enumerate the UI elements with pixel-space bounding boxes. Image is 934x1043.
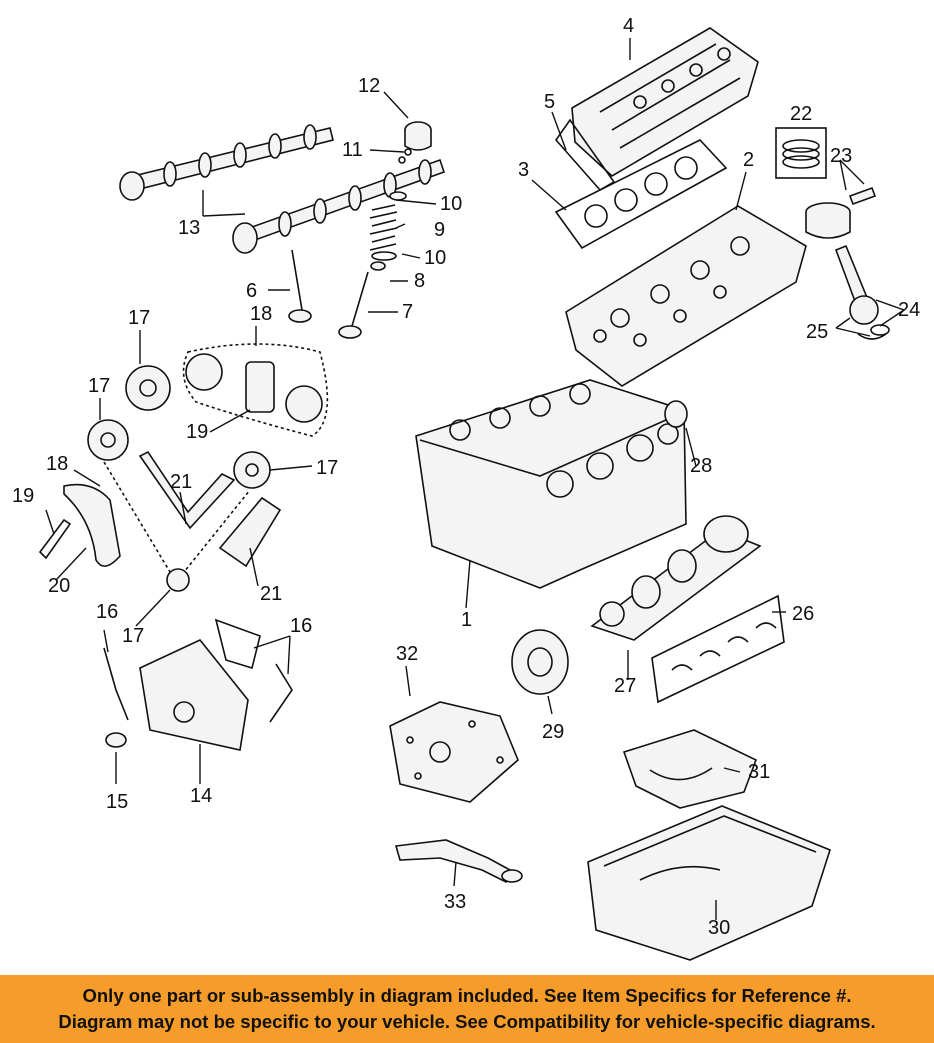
disclaimer-line-2: Diagram may not be specific to your vehi… <box>58 1011 876 1032</box>
callout-6: 6 <box>246 280 257 302</box>
callout-30: 30 <box>708 917 730 939</box>
valve-cover-gasket <box>554 118 616 192</box>
callout-8: 8 <box>414 270 425 292</box>
valve-bucket <box>404 121 432 151</box>
harmonic-balancer <box>511 629 569 695</box>
callout-16b: 16 <box>290 615 312 637</box>
cam-sprocket <box>125 365 171 411</box>
chain-guide-left <box>63 483 121 567</box>
guide-bolt <box>38 518 72 560</box>
callout-10a: 10 <box>440 193 462 215</box>
valve-spring-seat <box>389 191 407 201</box>
callout-2: 2 <box>743 149 754 171</box>
callout-13: 13 <box>178 217 200 239</box>
callout-5: 5 <box>544 91 555 113</box>
callout-1: 1 <box>461 609 472 631</box>
callout-7: 7 <box>402 301 413 323</box>
camshaft-upper <box>119 124 334 201</box>
crankshaft <box>590 515 762 641</box>
callout-23: 23 <box>830 145 852 167</box>
callout-4: 4 <box>623 15 634 37</box>
callout-28: 28 <box>690 455 712 477</box>
callout-19b: 19 <box>12 485 34 507</box>
callout-22: 22 <box>790 103 812 125</box>
valve-seal <box>370 261 386 271</box>
callout-labels: 1 2 3 4 5 6 7 8 9 10 10 11 12 13 14 15 1… <box>12 15 920 939</box>
callout-20: 20 <box>48 575 70 597</box>
connecting-rod <box>834 244 890 340</box>
callout-18b: 18 <box>46 453 68 475</box>
head-gasket <box>554 139 728 250</box>
callout-17b: 17 <box>88 375 110 397</box>
crank-seal <box>105 732 127 748</box>
oil-pan-baffle <box>622 729 758 809</box>
callout-17a: 17 <box>128 307 150 329</box>
callout-33: 33 <box>444 891 466 913</box>
callout-18a: 18 <box>250 303 272 325</box>
callout-9: 9 <box>434 219 445 241</box>
rear-main-seal <box>664 400 688 428</box>
callout-17d: 17 <box>122 625 144 647</box>
piston-pin <box>848 186 877 206</box>
crank-sprocket-right <box>233 451 271 489</box>
callout-29: 29 <box>542 721 564 743</box>
valve-spring <box>369 204 398 261</box>
oil-pump <box>389 701 519 803</box>
callout-19a: 19 <box>186 421 208 443</box>
crank-sprocket-left <box>87 419 129 461</box>
valve-keepers <box>398 148 412 164</box>
crank-gear <box>166 568 190 592</box>
oil-pan <box>587 805 831 961</box>
callout-25: 25 <box>806 321 828 343</box>
callout-15: 15 <box>106 791 128 813</box>
callout-14: 14 <box>190 785 212 807</box>
leader-lines <box>45 38 905 920</box>
callout-26: 26 <box>792 603 814 625</box>
callout-21b: 21 <box>260 583 282 605</box>
piston-rings-box <box>775 127 827 179</box>
callout-16a: 16 <box>96 601 118 623</box>
valve-cover <box>571 27 759 177</box>
timing-cover-gaskets <box>103 618 293 723</box>
cylinder-head <box>565 205 807 387</box>
callout-32: 32 <box>396 643 418 665</box>
chain-guide-upper <box>138 450 236 530</box>
callout-24: 24 <box>898 299 920 321</box>
disclaimer-banner: Only one part or sub-assembly in diagram… <box>0 975 934 1043</box>
timing-cover <box>139 639 249 751</box>
chain-guide-right <box>218 496 282 568</box>
callout-17c: 17 <box>316 457 338 479</box>
callout-12: 12 <box>358 75 380 97</box>
timing-chain-upper <box>182 343 329 437</box>
chain-tensioner <box>245 361 275 413</box>
exhaust-valve <box>338 271 369 339</box>
engine-exploded-diagram: 1 2 3 4 5 6 7 8 9 10 10 11 12 13 14 15 1… <box>12 15 920 961</box>
piston <box>805 202 851 239</box>
main-bearings-box <box>651 594 785 704</box>
intake-valve <box>288 249 312 323</box>
callout-21a: 21 <box>170 471 192 493</box>
engine-block <box>415 379 687 589</box>
callout-31: 31 <box>748 761 770 783</box>
callout-11: 11 <box>342 139 363 161</box>
callout-10b: 10 <box>424 247 446 269</box>
callout-3: 3 <box>518 159 529 181</box>
callout-27: 27 <box>614 675 636 697</box>
camshaft-lower <box>232 158 446 254</box>
disclaimer-line-1: Only one part or sub-assembly in diagram… <box>82 985 852 1006</box>
oil-pickup-tube <box>394 839 523 884</box>
